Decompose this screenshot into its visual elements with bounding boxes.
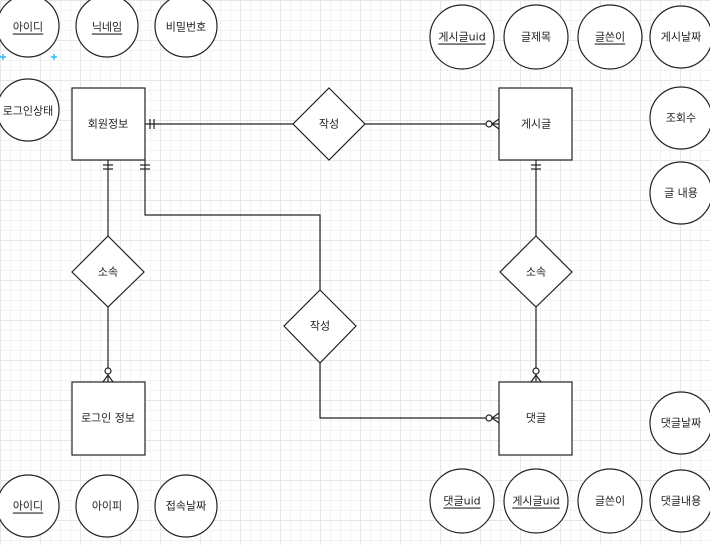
- edge-write-comment-comment[interactable]: [319, 363, 499, 419]
- edge-member-write-comment[interactable]: [144, 160, 321, 290]
- attribute-member-login-status[interactable]: 로그인상태: [0, 78, 60, 142]
- relation-belong-login-diamond[interactable]: [71, 235, 145, 308]
- attribute-login-id[interactable]: 아이디: [0, 474, 60, 538]
- relation-write-post[interactable]: 작성: [292, 87, 366, 161]
- relation-write-comment-label: 작성: [310, 320, 330, 333]
- attribute-member-password-label: 비밀번호: [166, 21, 206, 34]
- attribute-post-date-label: 게시날짜: [661, 31, 701, 44]
- mark-zero-login: [104, 367, 112, 375]
- attribute-login-id-circle[interactable]: [0, 474, 60, 538]
- mark-many-comment: [490, 412, 500, 424]
- attribute-post-title-label: 글제목: [521, 31, 551, 44]
- attribute-post-writer[interactable]: 글쓴이: [577, 4, 643, 70]
- attribute-post-views-circle[interactable]: [649, 86, 710, 150]
- connectors: [102, 118, 542, 424]
- attribute-comment-date-label: 댓글날짜: [661, 417, 701, 430]
- entity-member-box[interactable]: [71, 87, 146, 161]
- attribute-post-views[interactable]: 조회수: [649, 86, 710, 150]
- entity-login[interactable]: 로그인 정보: [71, 381, 146, 456]
- relation-write-comment[interactable]: 작성: [283, 289, 357, 364]
- selection-handles: [0, 54, 57, 60]
- attribute-member-login-status-label: 로그인상태: [3, 105, 54, 118]
- attribute-member-id-label: 아이디: [13, 21, 43, 34]
- entity-comment-label: 댓글: [526, 412, 546, 425]
- mark-many-post: [490, 118, 500, 130]
- attribute-login-ip-circle[interactable]: [75, 474, 139, 538]
- relation-belong-comment-diamond[interactable]: [499, 235, 573, 308]
- relation-belong-comment-label: 소속: [526, 266, 546, 279]
- attribute-member-password[interactable]: 비밀번호: [154, 0, 218, 58]
- attribute-comment-post-uid[interactable]: 게시글uid: [503, 468, 569, 534]
- attribute-post-content-circle[interactable]: [649, 161, 710, 225]
- attribute-member-nickname-label: 닉네임: [92, 21, 122, 34]
- attribute-member-nickname[interactable]: 닉네임: [75, 0, 139, 58]
- attribute-post-content-label: 글 내용: [664, 187, 698, 200]
- entity-comment-box[interactable]: [498, 381, 573, 456]
- attribute-comment-writer-circle[interactable]: [577, 468, 643, 534]
- attribute-post-content[interactable]: 글 내용: [649, 161, 710, 225]
- attribute-comment-post-uid-label: 게시글uid: [512, 495, 559, 508]
- relation-belong-comment[interactable]: 소속: [499, 235, 573, 308]
- relation-belong-login[interactable]: 소속: [71, 235, 145, 308]
- entity-comment[interactable]: 댓글: [498, 381, 573, 456]
- attribute-post-date-circle[interactable]: [649, 5, 710, 69]
- entity-login-box[interactable]: [71, 381, 146, 456]
- attribute-post-writer-label: 글쓴이: [595, 31, 625, 44]
- attribute-login-ip-label: 아이피: [92, 500, 122, 513]
- attribute-comment-content[interactable]: 댓글내용: [649, 469, 710, 533]
- attribute-member-id[interactable]: 아이디: [0, 0, 60, 58]
- attribute-member-id-circle[interactable]: [0, 0, 60, 58]
- entity-post-label: 게시글: [521, 118, 551, 131]
- attribute-post-views-label: 조회수: [666, 112, 696, 125]
- relation-write-post-diamond[interactable]: [292, 87, 366, 161]
- attribute-login-id-label: 아이디: [13, 500, 43, 513]
- attribute-member-password-circle[interactable]: [154, 0, 218, 58]
- attribute-login-date-circle[interactable]: [154, 474, 218, 538]
- attribute-comment-writer[interactable]: 글쓴이: [577, 468, 643, 534]
- attribute-post-uid-label: 게시글uid: [438, 31, 485, 44]
- attribute-comment-post-uid-circle[interactable]: [503, 468, 569, 534]
- attribute-comment-date-circle[interactable]: [649, 391, 710, 455]
- attribute-member-login-status-circle[interactable]: [0, 78, 60, 142]
- entity-post-box[interactable]: [498, 87, 573, 161]
- attribute-login-ip[interactable]: 아이피: [75, 474, 139, 538]
- entity-member-label: 회원정보: [88, 118, 128, 131]
- attribute-member-nickname-circle[interactable]: [75, 0, 139, 58]
- attribute-comment-date[interactable]: 댓글날짜: [649, 391, 710, 455]
- attribute-comment-content-label: 댓글내용: [661, 495, 701, 508]
- entity-post[interactable]: 게시글: [498, 87, 573, 161]
- relation-belong-login-label: 소속: [98, 266, 118, 279]
- attribute-comment-content-circle[interactable]: [649, 469, 710, 533]
- attribute-comment-uid-label: 댓글uid: [443, 495, 480, 508]
- entity-login-label: 로그인 정보: [81, 412, 135, 425]
- entity-member[interactable]: 회원정보: [71, 87, 146, 161]
- attribute-login-date[interactable]: 접속날짜: [154, 474, 218, 538]
- mark-zero-comment-2: [532, 367, 540, 375]
- attribute-post-date[interactable]: 게시날짜: [649, 5, 710, 69]
- attribute-post-title-circle[interactable]: [503, 4, 569, 70]
- relation-write-comment-diamond[interactable]: [283, 289, 357, 364]
- mark-many-login: [102, 373, 114, 383]
- attribute-comment-uid-circle[interactable]: [429, 468, 495, 534]
- attribute-post-uid[interactable]: 게시글uid: [429, 4, 495, 70]
- relation-write-post-label: 작성: [319, 118, 339, 131]
- attribute-login-date-label: 접속날짜: [166, 500, 206, 513]
- attribute-comment-writer-label: 글쓴이: [595, 495, 625, 508]
- attribute-post-uid-circle[interactable]: [429, 4, 495, 70]
- attribute-comment-uid[interactable]: 댓글uid: [429, 468, 495, 534]
- attribute-post-title[interactable]: 글제목: [503, 4, 569, 70]
- mark-many-comment-2: [530, 373, 542, 383]
- attribute-post-writer-circle[interactable]: [577, 4, 643, 70]
